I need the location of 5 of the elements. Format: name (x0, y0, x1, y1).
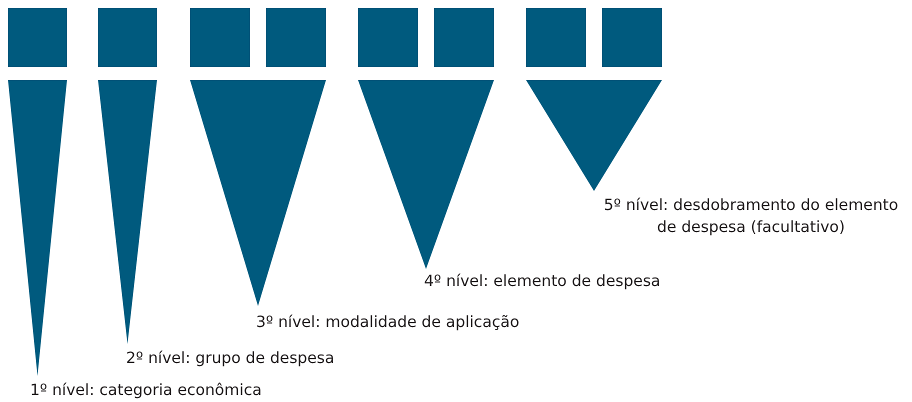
level-label: 5º nível: desdobramento do elemento de despesa (facultativo) (602, 195, 900, 238)
level-label: 4º nível: elemento de despesa (424, 271, 660, 292)
level-label: 1º nível: categoria econômica (30, 380, 262, 401)
level-label: 3º nível: modalidade de aplicação (256, 312, 520, 333)
level-label: 2º nível: grupo de despesa (126, 348, 334, 369)
